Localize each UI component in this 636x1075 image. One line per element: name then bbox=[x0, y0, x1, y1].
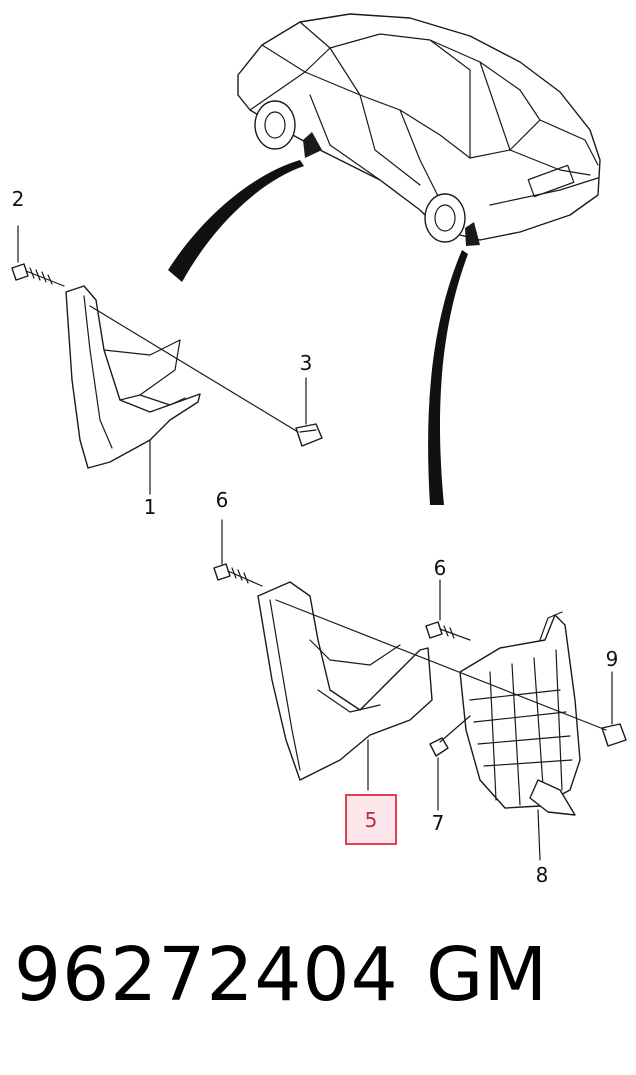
callout-1: 1 bbox=[144, 495, 157, 519]
callout-8: 8 bbox=[536, 863, 549, 887]
front-mudflap-assembly bbox=[11, 225, 323, 495]
nut-7-icon bbox=[429, 737, 449, 757]
clip-3-icon bbox=[295, 423, 323, 447]
part-number: 96272404 bbox=[14, 932, 399, 1018]
part-5-highlight-box bbox=[345, 794, 397, 845]
callout-3: 3 bbox=[300, 351, 313, 375]
callout-6a: 6 bbox=[216, 488, 229, 512]
bolt-6a-icon bbox=[213, 563, 263, 587]
rear-mudflap-assembly bbox=[213, 519, 627, 861]
bolt-6b-icon bbox=[425, 621, 471, 641]
pointer-arrows bbox=[168, 160, 468, 505]
brand-label: GM bbox=[426, 932, 548, 1018]
car-illustration bbox=[237, 13, 601, 246]
callout-5: 5 bbox=[365, 808, 378, 832]
callout-9: 9 bbox=[606, 647, 619, 671]
callout-7: 7 bbox=[432, 811, 445, 835]
bolt-2-icon bbox=[11, 263, 65, 287]
clip-9-icon bbox=[601, 723, 627, 747]
callout-6b: 6 bbox=[434, 556, 447, 580]
callout-2: 2 bbox=[12, 187, 25, 211]
